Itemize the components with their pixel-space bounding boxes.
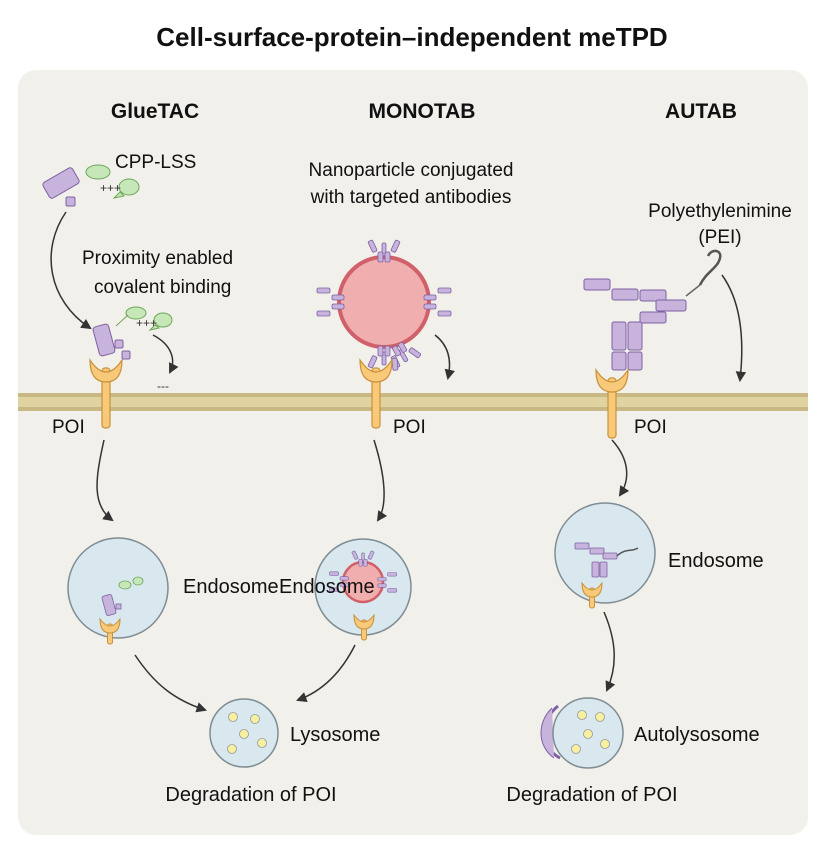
pei-approach-arrow — [721, 274, 747, 383]
endosome-autab — [554, 502, 656, 609]
internalization-arrow-autab — [611, 439, 630, 497]
endosome-label-gluetac: Endosome — [183, 576, 279, 598]
positive-charge-label: +++ — [100, 181, 121, 195]
nanoparticle-label-line2: with targeted antibodies — [310, 187, 512, 208]
autolysosome-label: Autolysosome — [634, 724, 760, 746]
proximity-label-line2: covalent binding — [94, 277, 231, 298]
pei-polymer — [698, 249, 722, 286]
cpp-lss-label: CPP-LSS — [115, 152, 196, 173]
poi-label-monotab: POI — [393, 417, 426, 438]
positive-charge-label-bound: +++ — [136, 316, 157, 330]
internalization-arrow-gluetac — [96, 439, 114, 522]
autab-antibody — [583, 278, 701, 371]
column-header-gluetac: GlueTAC — [111, 100, 199, 123]
column-header-autab: AUTAB — [665, 100, 737, 123]
cell-membrane — [18, 393, 808, 411]
figure-title: Cell-surface-protein–independent meTPD — [156, 22, 667, 52]
endosome-label-autab: Endosome — [668, 550, 764, 572]
cpp-lss-peptide — [85, 164, 140, 199]
fusion-arrow-monotab — [296, 644, 356, 703]
degradation-label-left: Degradation of POI — [165, 784, 336, 806]
poi-label-autab: POI — [634, 417, 667, 438]
nanoparticle-approach-arrow — [434, 334, 455, 381]
background-panel — [18, 70, 808, 835]
endosome-monotab — [314, 538, 412, 641]
gluetac-bound-complex — [92, 306, 173, 360]
column-header-monotab: MONOTAB — [369, 100, 476, 123]
pei-label-line1: Polyethylenimine — [648, 201, 792, 222]
pei-label-line2: (PEI) — [698, 227, 741, 248]
binding-arrow — [50, 211, 92, 330]
degradation-label-right: Degradation of POI — [506, 784, 677, 806]
autophagy-arrow — [603, 611, 616, 692]
nanoparticle-label-line1: Nanoparticle conjugated — [309, 160, 514, 181]
endosome-gluetac — [67, 537, 169, 645]
release-arrow — [152, 334, 179, 374]
negative-charge-label: --- — [157, 379, 169, 393]
gluetac-nanobody — [42, 167, 80, 207]
internalization-arrow-monotab — [373, 439, 388, 522]
fusion-arrow-gluetac — [134, 654, 207, 713]
poi-label-gluetac: POI — [52, 417, 85, 438]
autolysosome — [540, 697, 624, 769]
lysosome — [209, 698, 279, 768]
antibody-nanoparticle — [316, 239, 452, 373]
proximity-label-line1: Proximity enabled — [82, 248, 233, 269]
endosome-label-monotab: Endosome — [279, 576, 375, 598]
lysosome-label: Lysosome — [290, 724, 380, 746]
